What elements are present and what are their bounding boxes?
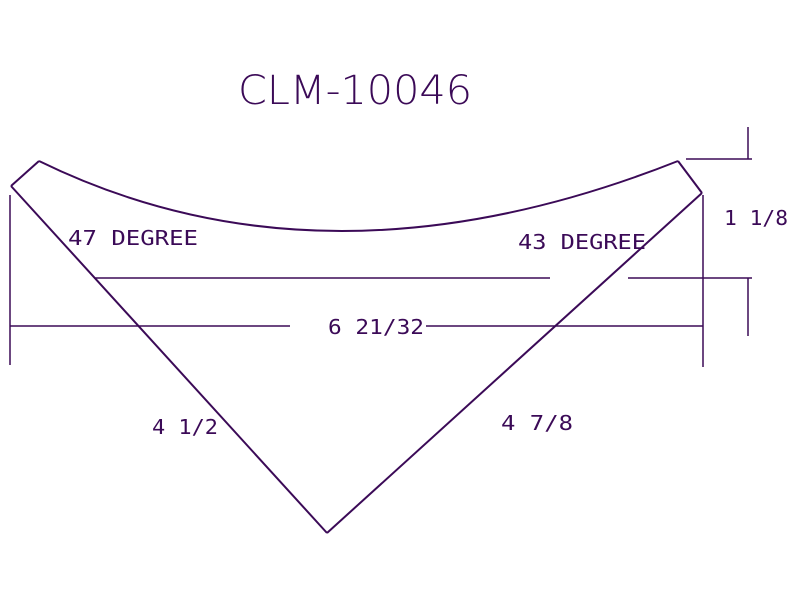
profile-left-side (10, 185, 328, 534)
part-number-title: CLM-10046 (238, 68, 472, 114)
dimension-lines (9, 127, 752, 367)
height-label: 1 1/8 (724, 206, 788, 230)
left-side-label: 4 1/2 (152, 415, 218, 439)
dimension-labels: 47 DEGREE 43 DEGREE 6 21/32 1 1/8 4 1/2 … (68, 206, 788, 439)
left-angle-label: 47 DEGREE (68, 226, 198, 250)
right-angle-label: 43 DEGREE (518, 230, 646, 254)
profile-right-side (326, 192, 703, 534)
profile-top-curve (38, 160, 679, 232)
molding-profile (10, 160, 703, 534)
overall-width-label: 6 21/32 (328, 315, 424, 339)
profile-left-cap (10, 160, 40, 187)
right-side-label: 4 7/8 (501, 411, 573, 435)
profile-right-cap (677, 160, 703, 194)
